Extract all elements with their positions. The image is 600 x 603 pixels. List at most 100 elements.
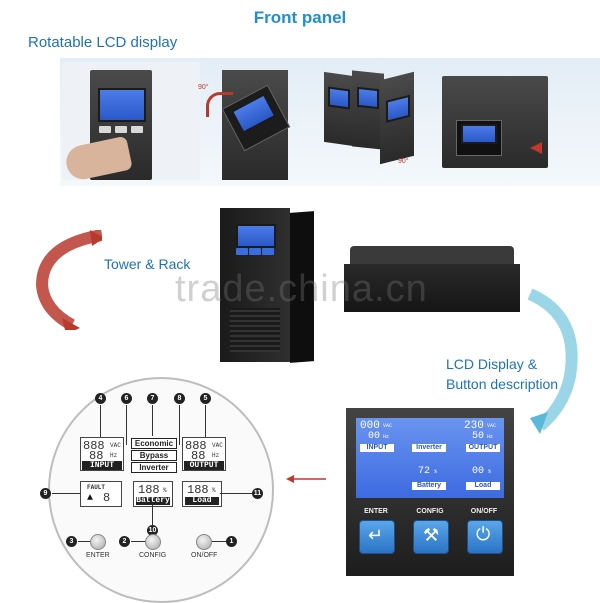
lcd-bezel	[456, 120, 502, 156]
output-label: OUTPUT	[184, 461, 224, 470]
callout-11: 11	[252, 488, 263, 499]
button-config	[249, 248, 261, 255]
photo-angled-panels: 90°	[318, 62, 430, 180]
tower-buttons	[236, 248, 276, 258]
output-box: 888 VAC 88 Hz OUTPUT	[182, 437, 226, 471]
insert-arrow-icon	[530, 142, 542, 154]
button-left	[99, 126, 111, 133]
tower-vents	[230, 308, 280, 352]
battery-label: Battery	[136, 496, 170, 505]
enter-arrow-icon: ↵	[368, 525, 384, 545]
real-in-voltage: 000	[360, 420, 380, 432]
callout-line	[220, 493, 252, 494]
tower-ups	[220, 208, 316, 364]
real-in-hz: Hz	[383, 434, 390, 440]
callout-4: 4	[95, 393, 106, 404]
config-button-label: CONFIG	[139, 552, 167, 559]
load-box: 188 % Load	[182, 481, 222, 507]
lcd-screen	[386, 94, 410, 123]
lcd-desc-line2: Button description	[446, 376, 559, 392]
panel-front	[380, 71, 414, 165]
callout-line	[100, 405, 101, 437]
enter-button-label: ENTER	[86, 552, 110, 559]
lcd-screen	[236, 224, 276, 248]
real-lcd: 000 VAC 00 Hz INPUT 230 VAC 50 Hz OUTPUT…	[356, 418, 504, 498]
page-title: Front panel	[253, 8, 347, 27]
callout-10: 10	[147, 525, 158, 536]
callout-5: 5	[200, 393, 211, 404]
input-hz-unit: Hz	[110, 452, 118, 459]
fault-box: FAULT ▲ 8	[80, 481, 122, 507]
output-freq-digits: 88	[191, 449, 206, 463]
real-mode-inverter: Inverter	[412, 444, 446, 452]
button-right	[131, 126, 143, 133]
callout-7: 7	[147, 393, 158, 404]
red-curved-arrow-icon	[32, 229, 104, 334]
rack-ups	[344, 246, 520, 316]
warning-triangle-icon: ▲	[87, 493, 94, 504]
angle-label: 90°	[398, 158, 409, 165]
tower-rack-label: Tower & Rack	[104, 256, 191, 272]
lcd-screen	[98, 88, 146, 122]
callout-3: 3	[66, 536, 77, 547]
real-load-pct: 00	[472, 466, 485, 477]
onoff-button-label: ON/OFF	[191, 552, 218, 559]
callout-line	[205, 405, 206, 437]
callout-line	[78, 541, 90, 542]
fault-digit: 8	[103, 491, 111, 505]
lcd-screen	[328, 86, 350, 110]
real-config-label: CONFIG	[416, 508, 444, 515]
real-enter-button[interactable]: ↵	[359, 520, 395, 554]
lcd-screen	[230, 93, 277, 134]
callout-line	[131, 541, 145, 542]
callout-1: 1	[226, 536, 237, 547]
callout-9: 9	[40, 488, 51, 499]
real-load-unit: %	[488, 469, 492, 475]
real-enter-label: ENTER	[364, 508, 388, 515]
output-hz-unit: Hz	[212, 452, 220, 459]
real-battery-pct: 72	[418, 466, 431, 477]
angle-label: 90°	[198, 84, 209, 91]
photo-rack-unit	[440, 70, 550, 174]
lcd-screen	[461, 124, 497, 144]
rack-device	[442, 76, 548, 168]
real-battery-label: Battery	[412, 482, 446, 490]
callout-8: 8	[174, 393, 185, 404]
button-mid	[115, 126, 127, 133]
real-in-freq: 00	[368, 431, 381, 442]
real-onoff-label: ON/OFF	[470, 508, 498, 515]
device-front	[221, 70, 291, 180]
battery-box: 188 % Battery	[133, 481, 173, 507]
mode-inverter: Inverter	[131, 462, 177, 473]
enter-button[interactable]	[90, 534, 106, 550]
load-pct: %	[212, 487, 216, 494]
load-label: Load	[185, 497, 219, 505]
real-panel: 000 VAC 00 Hz INPUT 230 VAC 50 Hz OUTPUT…	[346, 408, 514, 576]
rotate-arrow-icon	[206, 92, 233, 117]
lcd-desc-line1: LCD Display &	[446, 356, 538, 372]
input-voltage-digits: 888	[83, 439, 105, 453]
fault-label: FAULT	[87, 484, 106, 491]
real-out-voltage: 230	[464, 420, 484, 432]
teal-curved-arrow-icon	[520, 286, 590, 436]
callout-line	[212, 541, 226, 542]
section-subtitle: Rotatable LCD display	[28, 34, 178, 51]
onoff-button[interactable]	[196, 534, 212, 550]
photo-rotating-panel: 90°	[198, 62, 308, 180]
red-arrow-left-icon	[286, 471, 326, 483]
input-vac-unit: VAC	[110, 442, 121, 449]
real-in-unit: VAC	[383, 423, 393, 429]
watermark: trade.china.cn	[175, 268, 428, 310]
real-output-label: OUTPUT	[466, 444, 500, 452]
rack-front	[344, 264, 520, 312]
callout-line	[179, 405, 180, 445]
callout-2: 2	[119, 536, 130, 547]
config-button[interactable]	[145, 534, 161, 550]
callout-6: 6	[121, 393, 132, 404]
real-onoff-button[interactable]: ⏻	[467, 520, 503, 554]
mode-bypass: Bypass	[131, 450, 177, 461]
button-enter	[236, 248, 248, 255]
battery-pct: %	[163, 487, 167, 494]
real-config-button[interactable]: ⚒	[413, 520, 449, 554]
button-power	[262, 248, 274, 255]
